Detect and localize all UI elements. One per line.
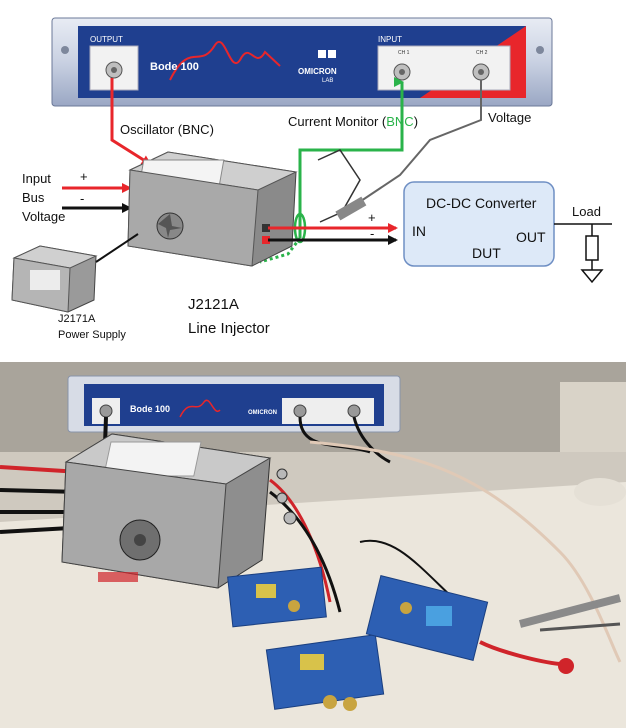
voltage-probe-ground-lead [317, 149, 361, 223]
voltage-probe-icon [335, 196, 367, 221]
input-minus-sign: - [80, 191, 84, 206]
brand-name: OMICRON [298, 67, 337, 76]
input-label: INPUT [378, 35, 402, 44]
bode-name: Bode 100 [150, 61, 199, 73]
line-injector-j2121a [127, 151, 298, 267]
brand-sub: LAB [322, 78, 333, 84]
photo-bode-name: Bode 100 [130, 404, 170, 414]
screw-icon [61, 46, 69, 54]
current-monitor-wire [298, 77, 404, 238]
bode-100-instrument: OUTPUT Bode 100 OMICRON LAB INPUT CH 1 C… [51, 17, 553, 107]
output-label: OUTPUT [90, 35, 123, 44]
screw-icon [536, 46, 544, 54]
psu-cable [95, 233, 139, 263]
photo-brand: OMICRON [248, 410, 277, 416]
power-supply-j2171a [11, 245, 98, 313]
mouse-icon [574, 478, 626, 506]
dcdc-dut-label: DUT [472, 245, 501, 261]
input-label-line3: Voltage [22, 209, 65, 224]
resistor-icon [585, 235, 599, 261]
dcdc-out-label: OUT [516, 229, 546, 245]
measurement-setup-diagram: OUTPUT Bode 100 OMICRON LAB INPUT CH 1 C… [0, 0, 626, 362]
bode-logo-curve-icon [169, 41, 281, 81]
psu-label-line2: Power Supply [58, 329, 126, 341]
photo-pcb-board [227, 566, 327, 628]
output-minus-sign: - [370, 226, 374, 241]
ch2-label: CH 2 [476, 50, 488, 56]
terminal-icon [262, 236, 270, 244]
input-plus-sign: + [80, 169, 88, 184]
current-monitor-probe-lead [259, 237, 302, 264]
setup-photo-illustration: Bode 100 OMICRON [0, 362, 626, 728]
load-label: Load [572, 204, 601, 219]
photo-pcb-board [265, 634, 385, 711]
oscillator-label: Oscillator (BNC) [120, 122, 214, 137]
dcdc-in-label: IN [412, 223, 426, 239]
dcdc-converter-block: DC-DC Converter IN OUT DUT [403, 181, 555, 267]
photo-bode-100: Bode 100 OMICRON [67, 375, 401, 433]
voltage-label: Voltage [488, 110, 531, 125]
terminal-icon [262, 224, 270, 232]
photo-line-injector [61, 433, 272, 589]
setup-photo: Bode 100 OMICRON [0, 362, 626, 728]
injector-label-line2: Line Injector [188, 320, 270, 337]
diagram-canvas: OUTPUT Bode 100 OMICRON LAB INPUT CH 1 C… [11, 17, 612, 341]
oscillator-wire [110, 78, 152, 166]
current-monitor-label: Current Monitor (BNC) [288, 114, 418, 129]
injector-label-line1: J2121A [188, 296, 239, 313]
output-plus-sign: + [368, 210, 376, 225]
dcdc-title: DC-DC Converter [426, 195, 537, 211]
ground-icon [580, 269, 604, 284]
input-label-line2: Bus [22, 190, 45, 205]
input-label-line1: Input [22, 171, 51, 186]
voltage-probe-cable [339, 80, 482, 216]
psu-label-line1: J2171A [58, 313, 96, 325]
load-resistor [554, 223, 612, 284]
ch1-label: CH 1 [398, 50, 410, 56]
photo-pcb-board [365, 574, 489, 662]
